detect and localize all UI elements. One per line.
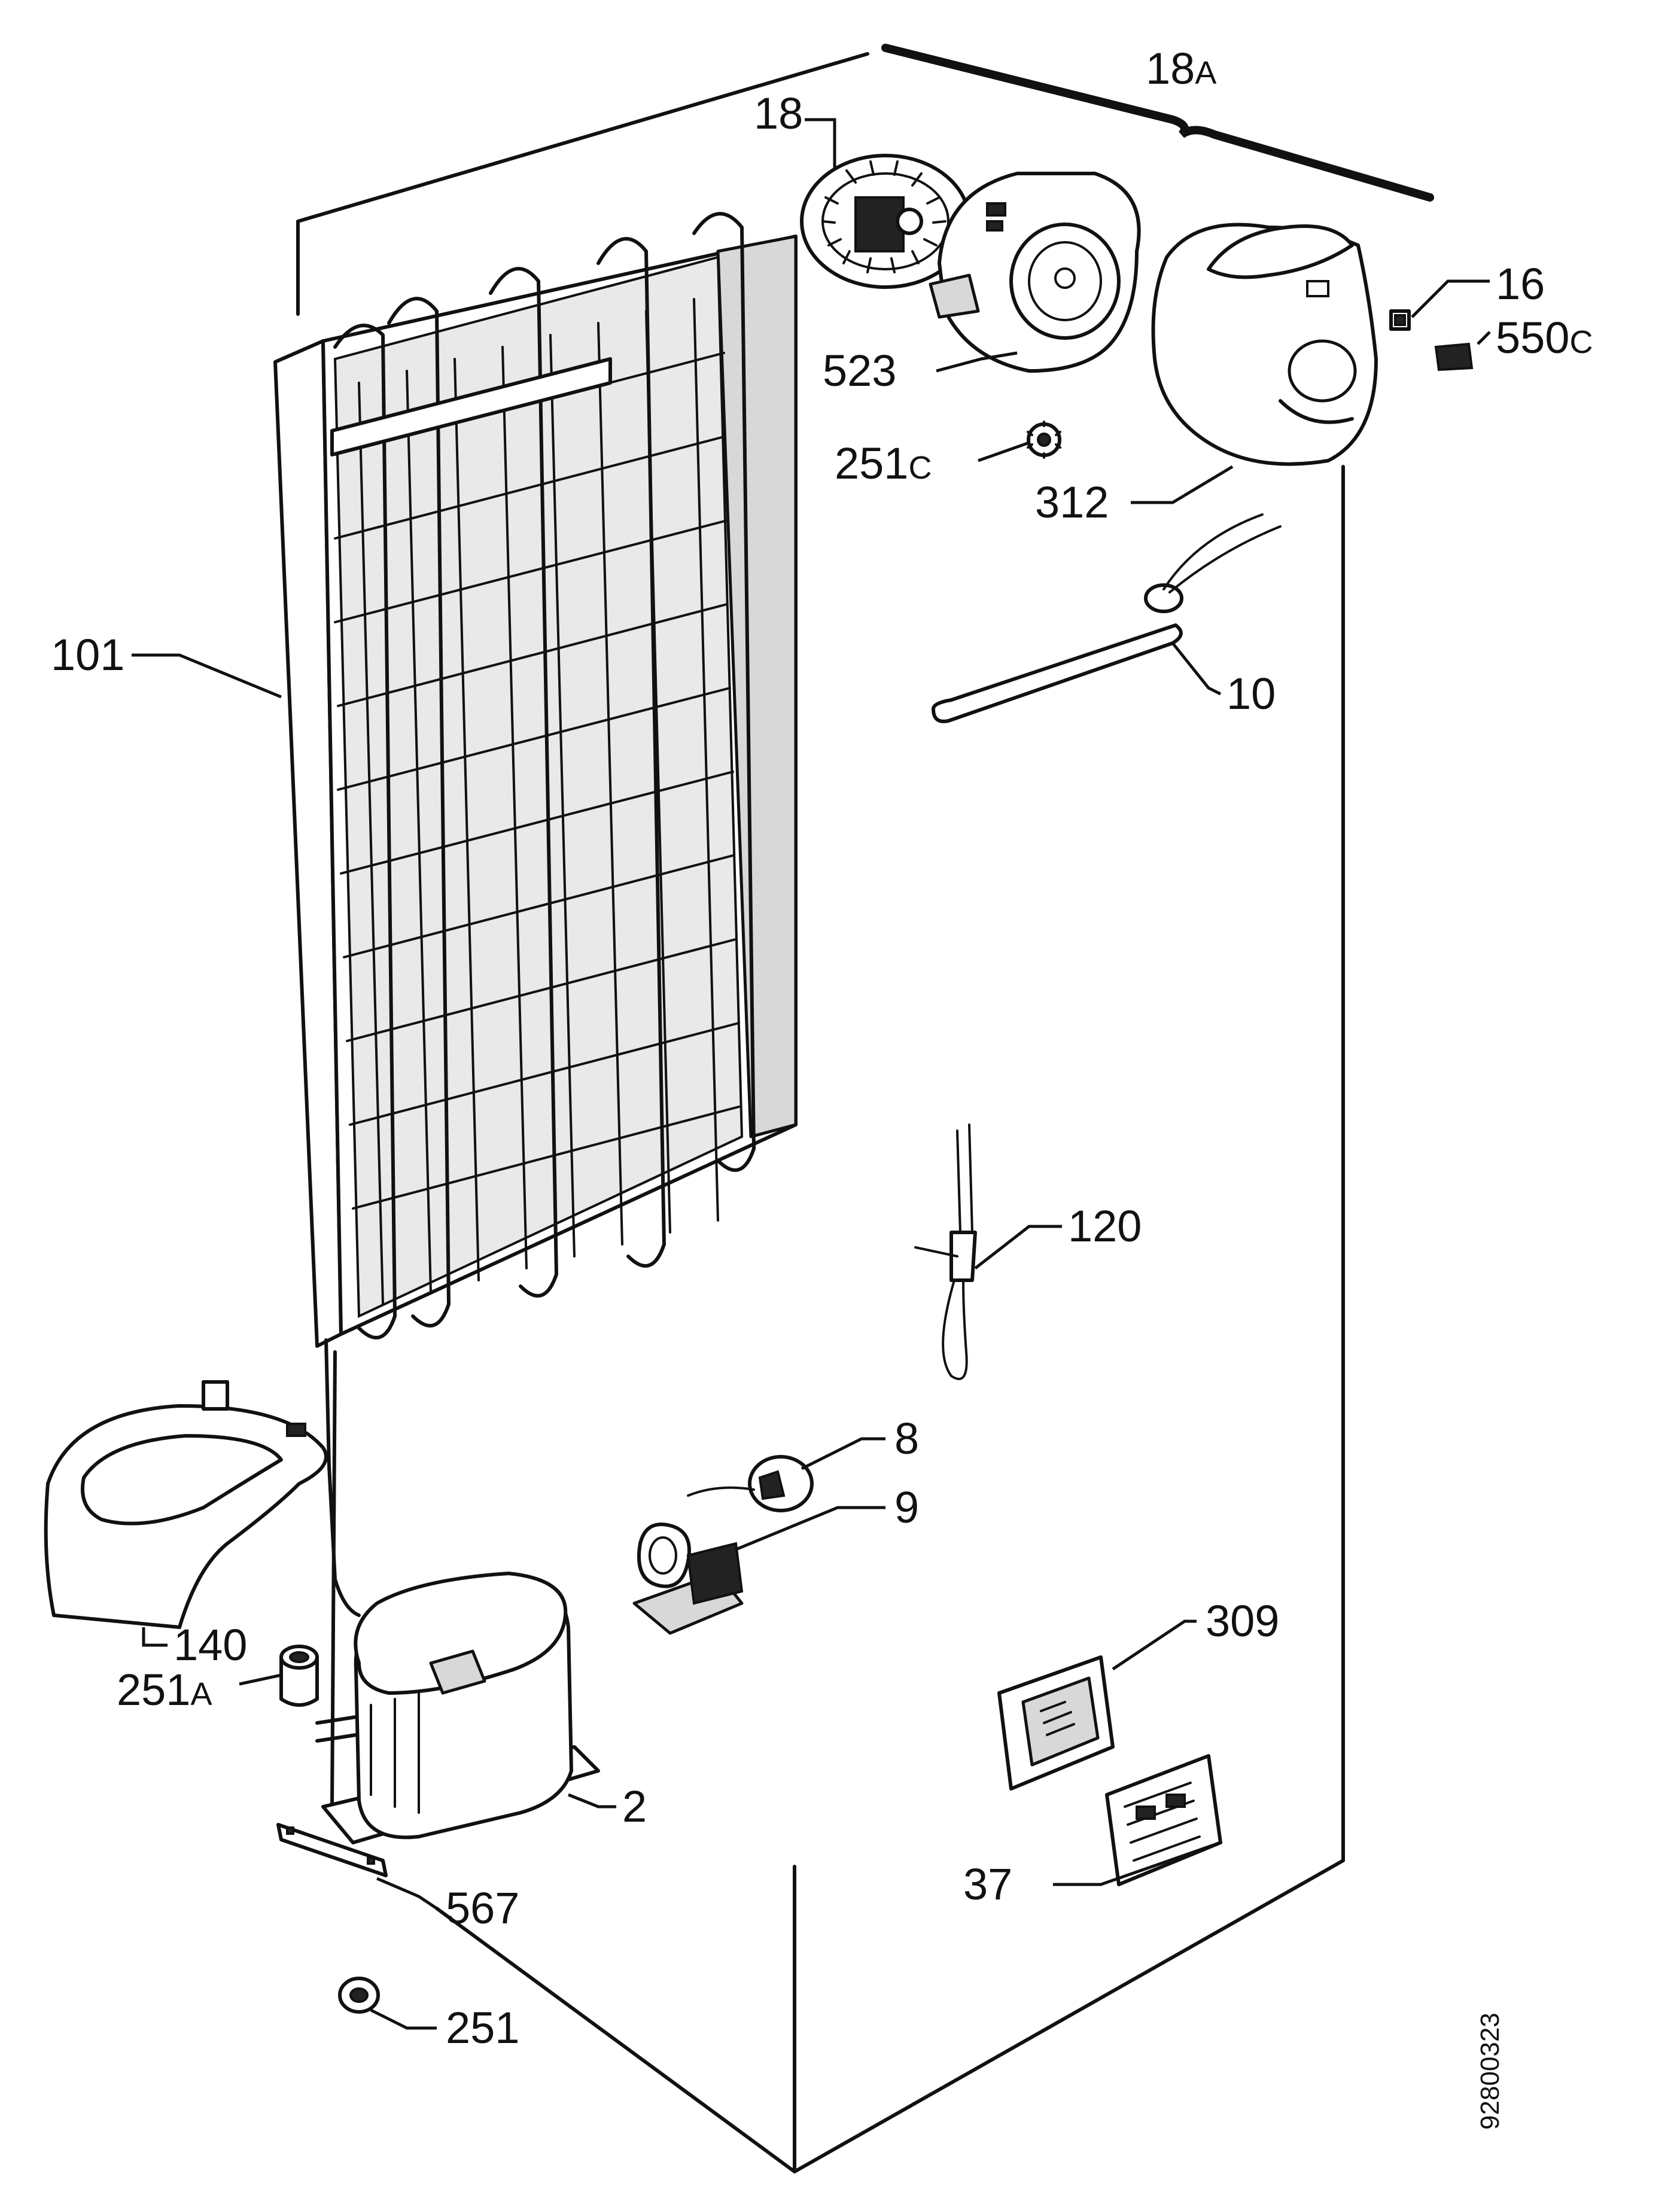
clip-567 [276, 1823, 388, 1877]
nut-251 [338, 1977, 380, 2014]
label-18a: 18A [1146, 44, 1216, 93]
label-140: 140 [174, 1620, 247, 1670]
label-550c: 550C [1496, 313, 1593, 363]
start-relay [687, 1455, 814, 1512]
gear-251c [1027, 421, 1061, 459]
label-309: 309 [1206, 1596, 1279, 1646]
cabinet-outline [296, 52, 1345, 2173]
leader-lines [132, 118, 1491, 2030]
condenser-fins [333, 255, 744, 1319]
grommet-251a [279, 1645, 319, 1707]
bracket-18a [881, 44, 1434, 202]
part-550c [1434, 342, 1474, 372]
condenser [273, 212, 798, 1617]
control-board-309 [997, 1655, 1115, 1791]
label-18: 18 [754, 89, 803, 138]
label-16: 16 [1496, 259, 1545, 309]
label-251a: 251A [117, 1665, 212, 1715]
relay-mount [632, 1523, 744, 1635]
label-37: 37 [963, 1859, 1012, 1909]
heater-cable [914, 1124, 977, 1380]
part-labels: 18A 18 16 550C 523 251C 312 101 10 120 8… [51, 44, 1593, 2130]
label-523: 523 [823, 346, 896, 395]
label-251c: 251C [835, 439, 932, 488]
part-16 [1389, 309, 1411, 331]
document-number: 92800323 [1475, 2013, 1505, 2130]
label-8: 8 [894, 1414, 919, 1463]
fan-housing [929, 172, 1141, 373]
fan-cover [1151, 223, 1378, 466]
label-9: 9 [894, 1482, 919, 1532]
drip-tray [44, 1380, 328, 1629]
fan-motor [800, 154, 971, 289]
compressor [315, 1572, 600, 1844]
label-567: 567 [446, 1883, 519, 1933]
label-101: 101 [51, 630, 124, 680]
label-312: 312 [1035, 477, 1109, 527]
thermostat-probe [932, 513, 1282, 723]
module-37 [1105, 1754, 1222, 1886]
label-251: 251 [446, 2003, 519, 2053]
label-120: 120 [1068, 1201, 1142, 1251]
label-2: 2 [622, 1782, 647, 1831]
label-10: 10 [1226, 669, 1276, 718]
